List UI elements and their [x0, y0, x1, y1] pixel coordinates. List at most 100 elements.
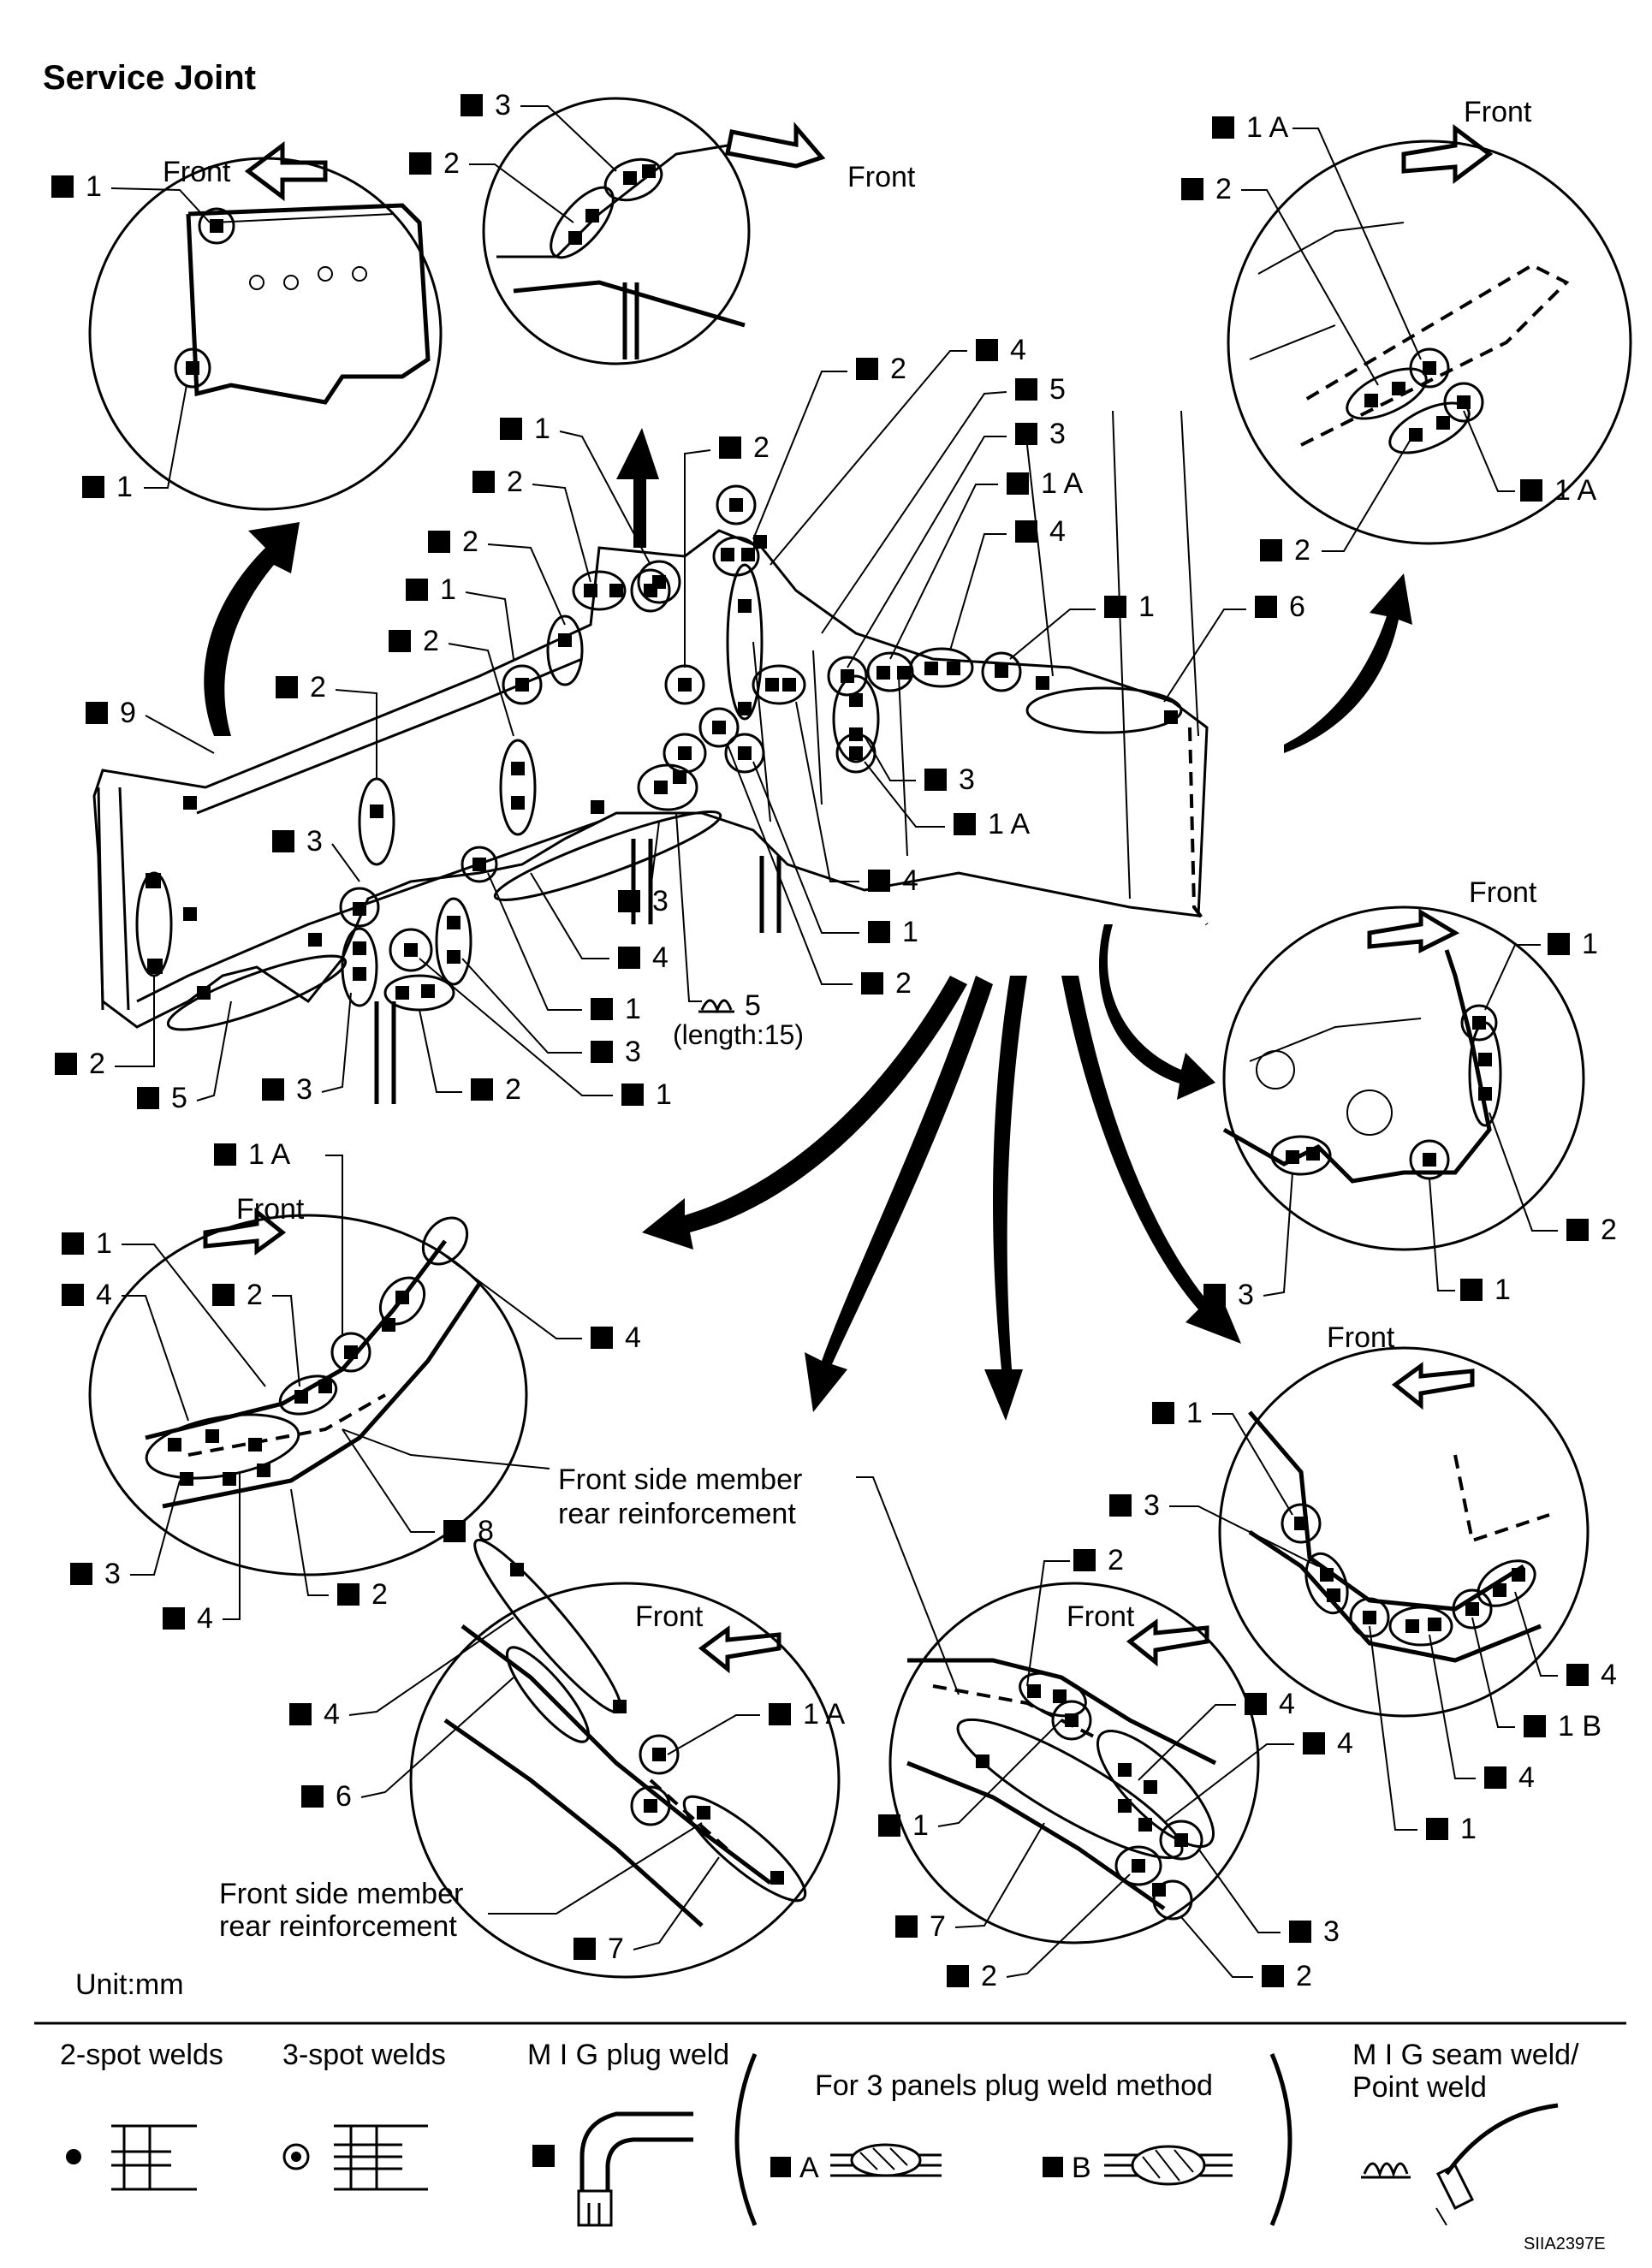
- svg-text:1: 1: [1460, 1813, 1477, 1845]
- svg-text:4: 4: [1601, 1659, 1617, 1691]
- callout-1-top: 1: [500, 413, 651, 566]
- svg-text:1 A: 1 A: [248, 1138, 290, 1171]
- svg-text:1: 1: [912, 1809, 929, 1842]
- svg-text:7: 7: [930, 1910, 946, 1943]
- svg-text:2: 2: [423, 625, 439, 657]
- detail-top-right: Front 1 A 2 1 A 2: [1181, 96, 1632, 567]
- svg-text:3: 3: [1049, 418, 1066, 450]
- ml-note-line1: Front side member: [558, 1464, 802, 1496]
- svg-text:1: 1: [440, 573, 456, 606]
- svg-text:1: 1: [96, 1227, 112, 1260]
- mr-callouts: 1 2 3 1: [1203, 928, 1617, 1311]
- callout-1A-top: 1 A: [889, 467, 1083, 660]
- legend-method-a: A: [770, 2143, 942, 2184]
- svg-text:1: 1: [625, 993, 641, 1025]
- callout-seam-5: 5(length:15): [673, 812, 804, 1050]
- svg-text:2: 2: [371, 1578, 388, 1611]
- callout-1A-mid: 1 A: [864, 761, 1030, 840]
- svg-text:2: 2: [890, 353, 906, 385]
- svg-text:3: 3: [959, 763, 975, 796]
- callout-4-top: 4: [770, 334, 1026, 566]
- svg-text:2: 2: [310, 671, 326, 704]
- legend-paren-close: [1269, 2053, 1292, 2226]
- svg-text:2-spot welds: 2-spot welds: [60, 2039, 223, 2071]
- svg-text:2: 2: [753, 431, 770, 464]
- legend-paren-open: [734, 2053, 758, 2226]
- arrow-to-top-right-detail: [1284, 573, 1412, 753]
- weld-groups-main: [135, 484, 1183, 1031]
- ml-note: Front side member rear reinforcement: [342, 1428, 960, 1695]
- callout-1-right: 1: [1009, 591, 1155, 660]
- svg-text:1: 1: [902, 916, 918, 948]
- svg-text:1: 1: [1582, 928, 1598, 960]
- front-label-br: Front: [1067, 1600, 1135, 1633]
- callout-1-bot2: 1: [419, 958, 672, 1111]
- detail-bottom-right: Front 2 4 4 1 7 3 2 2: [878, 1544, 1353, 1992]
- svg-text:5: 5: [745, 989, 761, 1022]
- svg-text:B: B: [1072, 2152, 1091, 2184]
- svg-text:9: 9: [120, 697, 136, 729]
- callout-5-top: 5: [821, 373, 1066, 634]
- front-label-tl: Front: [163, 156, 231, 188]
- legend-3-spot: 3-spot welds: [282, 2039, 446, 2191]
- front-label-bc: Front: [635, 1600, 704, 1633]
- svg-text:6: 6: [1289, 591, 1305, 623]
- svg-text:1 A: 1 A: [1041, 467, 1083, 500]
- callout-4-top2: 4: [949, 515, 1066, 651]
- detail-right-right: Front 1 3 4 1 B 4 1: [1109, 1321, 1617, 1845]
- br-callouts: 2 4 4 1 7 3 2 2: [878, 1544, 1353, 1992]
- svg-text:2: 2: [89, 1048, 105, 1080]
- callout-3-bot3: 3: [262, 992, 352, 1106]
- detail-top-center: Front 3 2: [409, 89, 916, 365]
- svg-text:6: 6: [336, 1780, 352, 1813]
- callout-2-top3: 2: [684, 431, 770, 668]
- svg-text:3: 3: [1323, 1915, 1340, 1948]
- callout-6-right: 6: [1163, 591, 1305, 703]
- tl-callouts: 1 1: [51, 170, 211, 503]
- unit-label: Unit:mm: [75, 1968, 184, 2001]
- ml-note-line2: rear reinforcement: [558, 1498, 796, 1530]
- svg-text:1 A: 1 A: [803, 1698, 845, 1731]
- callout-4-bot: 4: [530, 872, 669, 974]
- callout-2-mid: 2: [727, 744, 912, 1000]
- callout-4-mid: 4: [795, 701, 918, 897]
- rr-callouts: 1 3 4 1 B 4 1: [1109, 1397, 1617, 1845]
- figure-code: SIIA2397E: [1524, 2235, 1606, 2253]
- svg-text:2: 2: [1215, 173, 1232, 205]
- callout-1-mid: 1: [752, 761, 918, 948]
- svg-text:4: 4: [1337, 1727, 1353, 1760]
- svg-text:A: A: [799, 2152, 819, 2184]
- callout-3-bot2: 3: [461, 958, 641, 1068]
- detail-mid-left: Front 1 A 1 4 2 4 8 3 4 2 Front side mem…: [62, 1138, 960, 1695]
- arrow-to-bottom-right-detail: [1061, 976, 1241, 1344]
- detail-top-left: Front 1 1: [51, 141, 443, 511]
- callout-5-bottom: 5: [137, 1000, 232, 1114]
- legend-2-spot: 2-spot welds: [60, 2039, 223, 2191]
- svg-text:1: 1: [1495, 1274, 1511, 1306]
- callout-2-d: 2: [428, 525, 566, 626]
- svg-text:4: 4: [1010, 334, 1026, 366]
- callout-2-b: 2: [276, 671, 377, 779]
- detail-bottom-center: Front 4 6 1 A 7 Front side member rear r…: [219, 1538, 845, 1979]
- svg-text:2: 2: [507, 466, 523, 498]
- legend-mig-seam: M I G seam weld/ Point weld: [1352, 2039, 1579, 2226]
- svg-text:4: 4: [1279, 1688, 1295, 1720]
- svg-text:3: 3: [1238, 1279, 1254, 1311]
- svg-text:3: 3: [495, 89, 511, 122]
- legend: 2-spot welds 3-spot welds M I G plug wel…: [60, 2039, 1579, 2227]
- svg-text:3: 3: [306, 825, 323, 858]
- svg-text:2: 2: [1108, 1544, 1124, 1576]
- svg-text:1: 1: [656, 1078, 672, 1111]
- legend-mig-plug: M I G plug weld: [527, 2039, 729, 2227]
- svg-text:3: 3: [652, 885, 669, 917]
- svg-text:4: 4: [197, 1602, 213, 1635]
- callout-2-c: 2: [389, 625, 514, 737]
- svg-text:2: 2: [1296, 1960, 1312, 1992]
- main-assembly: [92, 410, 1209, 1104]
- ml-callouts: 1 A 1 4 2 4 8 3 4 2: [62, 1138, 641, 1635]
- svg-text:1 A: 1 A: [988, 808, 1030, 840]
- callout-3-mid: 3: [864, 735, 975, 796]
- svg-text:2: 2: [462, 525, 478, 558]
- svg-text:4: 4: [96, 1279, 112, 1311]
- svg-text:7: 7: [608, 1933, 624, 1965]
